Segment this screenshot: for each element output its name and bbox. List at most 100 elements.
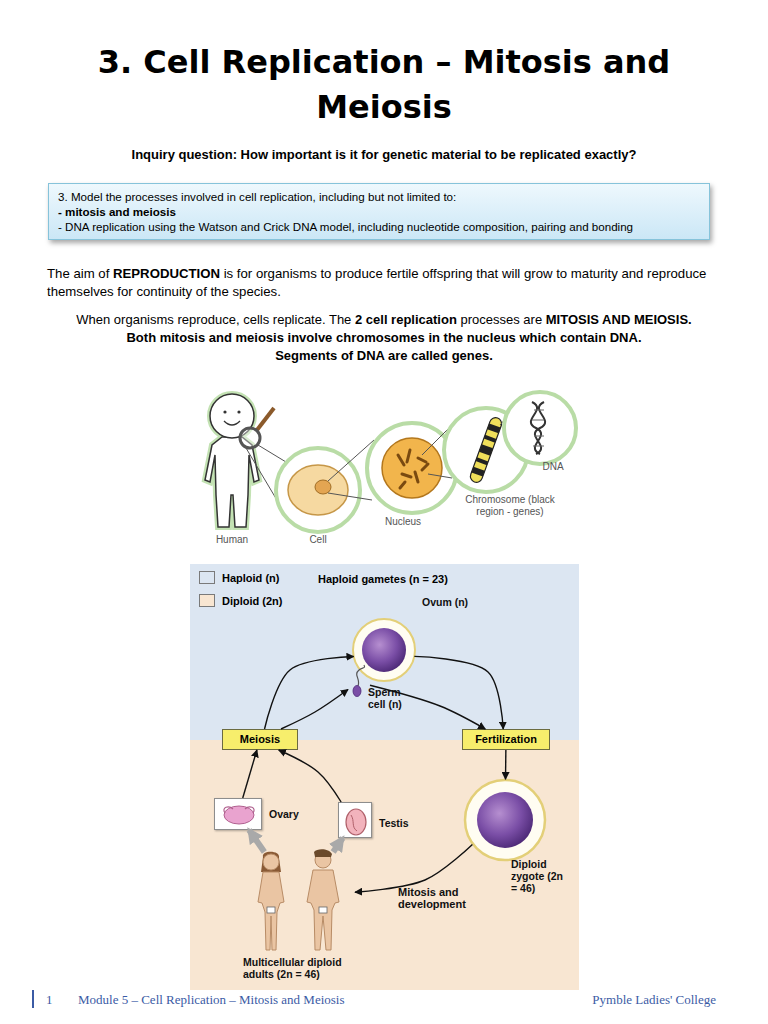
human-figure bbox=[237, 410, 240, 413]
ovary-box: Ovary bbox=[214, 798, 262, 830]
ovary-organ bbox=[224, 806, 254, 824]
label-text: processes are bbox=[460, 312, 542, 327]
dna-zoom bbox=[504, 392, 576, 464]
cell-nucleus bbox=[477, 792, 533, 848]
text-block: Nucleus bbox=[373, 513, 433, 531]
cell-membrane bbox=[353, 619, 415, 681]
nucleus-zoom bbox=[428, 474, 452, 478]
body-marker bbox=[267, 907, 275, 913]
hair bbox=[261, 852, 281, 872]
text-block: 1 bbox=[46, 991, 66, 1009]
label-text: Inquiry question: How important is it fo… bbox=[132, 147, 637, 162]
ovum-shape bbox=[352, 618, 416, 682]
text-block: Haploid gametes (n = 23) bbox=[318, 570, 478, 588]
nucleus-zoom bbox=[382, 438, 442, 498]
cycle-background bbox=[190, 564, 579, 990]
cycle-arrow bbox=[505, 750, 507, 779]
label-text: Module 5 – Cell Replication – Mitosis an… bbox=[78, 992, 345, 1007]
node-text: 3. Model the processes involved in cell … bbox=[58, 189, 700, 204]
process-box: Meiosis bbox=[222, 729, 298, 750]
zygote-cell: Diploid zygote (2n = 46) bbox=[463, 778, 547, 862]
text-block: DNA bbox=[530, 458, 576, 476]
chromosome-zoom bbox=[469, 416, 504, 484]
legend-text: Haploid (n) bbox=[222, 572, 279, 584]
nucleus-zoom bbox=[367, 423, 457, 513]
text-block: Segments of DNA are called genes. bbox=[20, 347, 748, 365]
development-arrow bbox=[249, 830, 264, 852]
magnifying-glass bbox=[257, 408, 274, 430]
testis-shape bbox=[339, 803, 373, 839]
cell-nucleus bbox=[362, 628, 406, 672]
legend-swatch bbox=[199, 571, 215, 584]
page-title: 3. Cell Replication – Mitosis and Meiosi… bbox=[30, 40, 738, 130]
hair bbox=[314, 849, 332, 857]
magnifying-glass bbox=[240, 428, 260, 448]
label-text: The aim of bbox=[47, 266, 109, 281]
human-figure bbox=[205, 394, 259, 527]
development-arrow bbox=[333, 838, 343, 852]
dna-zoom bbox=[532, 410, 544, 446]
adults-shape bbox=[243, 852, 355, 952]
cell-zoom bbox=[276, 440, 374, 532]
cycle-arrow bbox=[265, 656, 354, 729]
cell-membrane bbox=[465, 780, 545, 860]
zygote-shape bbox=[463, 778, 547, 862]
cell-zoom bbox=[328, 493, 372, 500]
text-block: When organisms reproduce, cells replicat… bbox=[20, 311, 748, 329]
chromosome-zoom bbox=[479, 444, 493, 456]
label-text: 1 bbox=[46, 992, 53, 1007]
testis-box: Testis bbox=[338, 802, 372, 838]
sperm-shape bbox=[348, 668, 370, 696]
node-label: Ovary bbox=[269, 808, 319, 820]
ovary-shape bbox=[215, 799, 263, 831]
node-text: - DNA replication using the Watson and C… bbox=[58, 219, 700, 234]
cycle-background bbox=[190, 740, 579, 990]
chromosome-zoom bbox=[487, 424, 500, 434]
cell-zoom bbox=[288, 465, 348, 515]
sperm-head bbox=[353, 686, 361, 697]
node-text: - mitosis and meiosis bbox=[58, 204, 700, 219]
dna-zoom bbox=[504, 392, 576, 464]
node-label: Ovum (n) bbox=[422, 596, 502, 608]
label-text: Haploid gametes (n = 23) bbox=[318, 573, 448, 585]
legend-text: Diploid (2n) bbox=[222, 595, 283, 607]
oviduct bbox=[224, 807, 254, 813]
label-text: Chromosome (black region - genes) bbox=[465, 494, 554, 517]
cycle-arrow bbox=[414, 656, 503, 729]
node-label: Testis bbox=[379, 817, 429, 829]
text-block: Module 5 – Cell Replication – Mitosis an… bbox=[78, 991, 478, 1009]
testis-detail bbox=[351, 815, 357, 831]
node-text: Fertilization bbox=[463, 730, 549, 749]
cell-zoom bbox=[276, 448, 360, 532]
node-label: Diploid zygote (2n = 46) bbox=[511, 858, 569, 894]
magnifying-glass bbox=[258, 445, 286, 462]
body bbox=[258, 872, 284, 950]
node-label: Sperm cell (n) bbox=[368, 686, 416, 710]
human-figure bbox=[205, 437, 259, 527]
text-block: Pymble Ladies' College bbox=[500, 991, 716, 1009]
label-text: MITOSIS AND MEIOSIS. bbox=[546, 312, 692, 327]
text-block: Both mitosis and meiosis involve chromos… bbox=[20, 329, 748, 347]
label-text: 2 cell replication bbox=[355, 312, 457, 327]
outcome-box: 3. Model the processes involved in cell … bbox=[48, 183, 710, 240]
head bbox=[263, 854, 279, 870]
sperm-tail bbox=[357, 665, 365, 686]
label-text: Pymble Ladies' College bbox=[592, 992, 716, 1007]
label-text: Both mitosis and meiosis involve chromos… bbox=[126, 330, 641, 345]
edge-label: Mitosis and development bbox=[398, 886, 490, 910]
chromosome-zoom bbox=[476, 457, 489, 465]
label-text: Cell bbox=[309, 534, 326, 545]
sperm-cell: Sperm cell (n) bbox=[348, 668, 370, 696]
label-text: Human bbox=[216, 534, 248, 545]
chromosome-zoom bbox=[471, 467, 484, 477]
node-label: Multicellular diploid adults (2n = 46) bbox=[243, 956, 373, 980]
text-block: The aim ofREPRODUCTIONis for organisms t… bbox=[47, 265, 727, 301]
label-text: Segments of DNA are called genes. bbox=[275, 348, 493, 363]
testis-organ bbox=[346, 809, 366, 835]
cell-zoom bbox=[315, 480, 331, 494]
ovum-cell: Ovum (n) bbox=[352, 618, 416, 682]
text-block: Cell bbox=[295, 531, 341, 549]
label-text: Nucleus bbox=[385, 516, 421, 527]
label-text: DNA bbox=[542, 461, 563, 472]
